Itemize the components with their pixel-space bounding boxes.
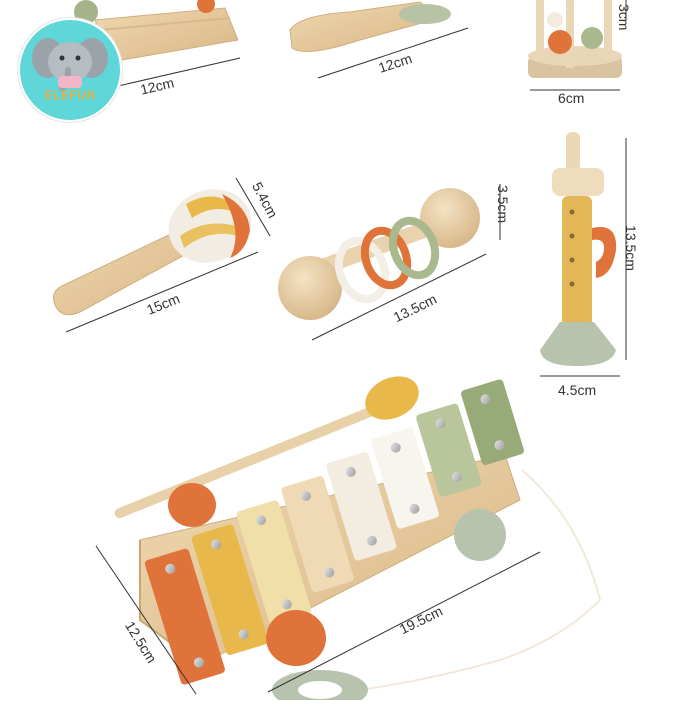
dimension-label: 6cm [558, 90, 585, 106]
dimension-label: 4.5cm [558, 382, 597, 398]
brand-name: ELEFUN [44, 88, 96, 102]
dimension-line [65, 251, 259, 333]
dimension-line [311, 253, 487, 341]
dimension-line [235, 177, 271, 237]
paddle-toy [289, 1, 451, 53]
horn-whistle [540, 132, 617, 366]
dimension-label: 13.5cm [622, 225, 639, 271]
ring-rattle [278, 188, 480, 320]
dimension-line [317, 27, 469, 79]
dimension-label: 3.5cm [495, 184, 512, 224]
dimension-line [267, 551, 541, 693]
dimension-label: 3cm [616, 4, 632, 31]
elephant-icon [20, 20, 120, 120]
cage-rattle [528, 0, 622, 78]
brand-logo: ELEFUN [18, 18, 122, 122]
xylophone [114, 376, 602, 705]
dimension-line [117, 57, 241, 87]
dimension-line [95, 545, 197, 695]
maraca [53, 189, 252, 316]
